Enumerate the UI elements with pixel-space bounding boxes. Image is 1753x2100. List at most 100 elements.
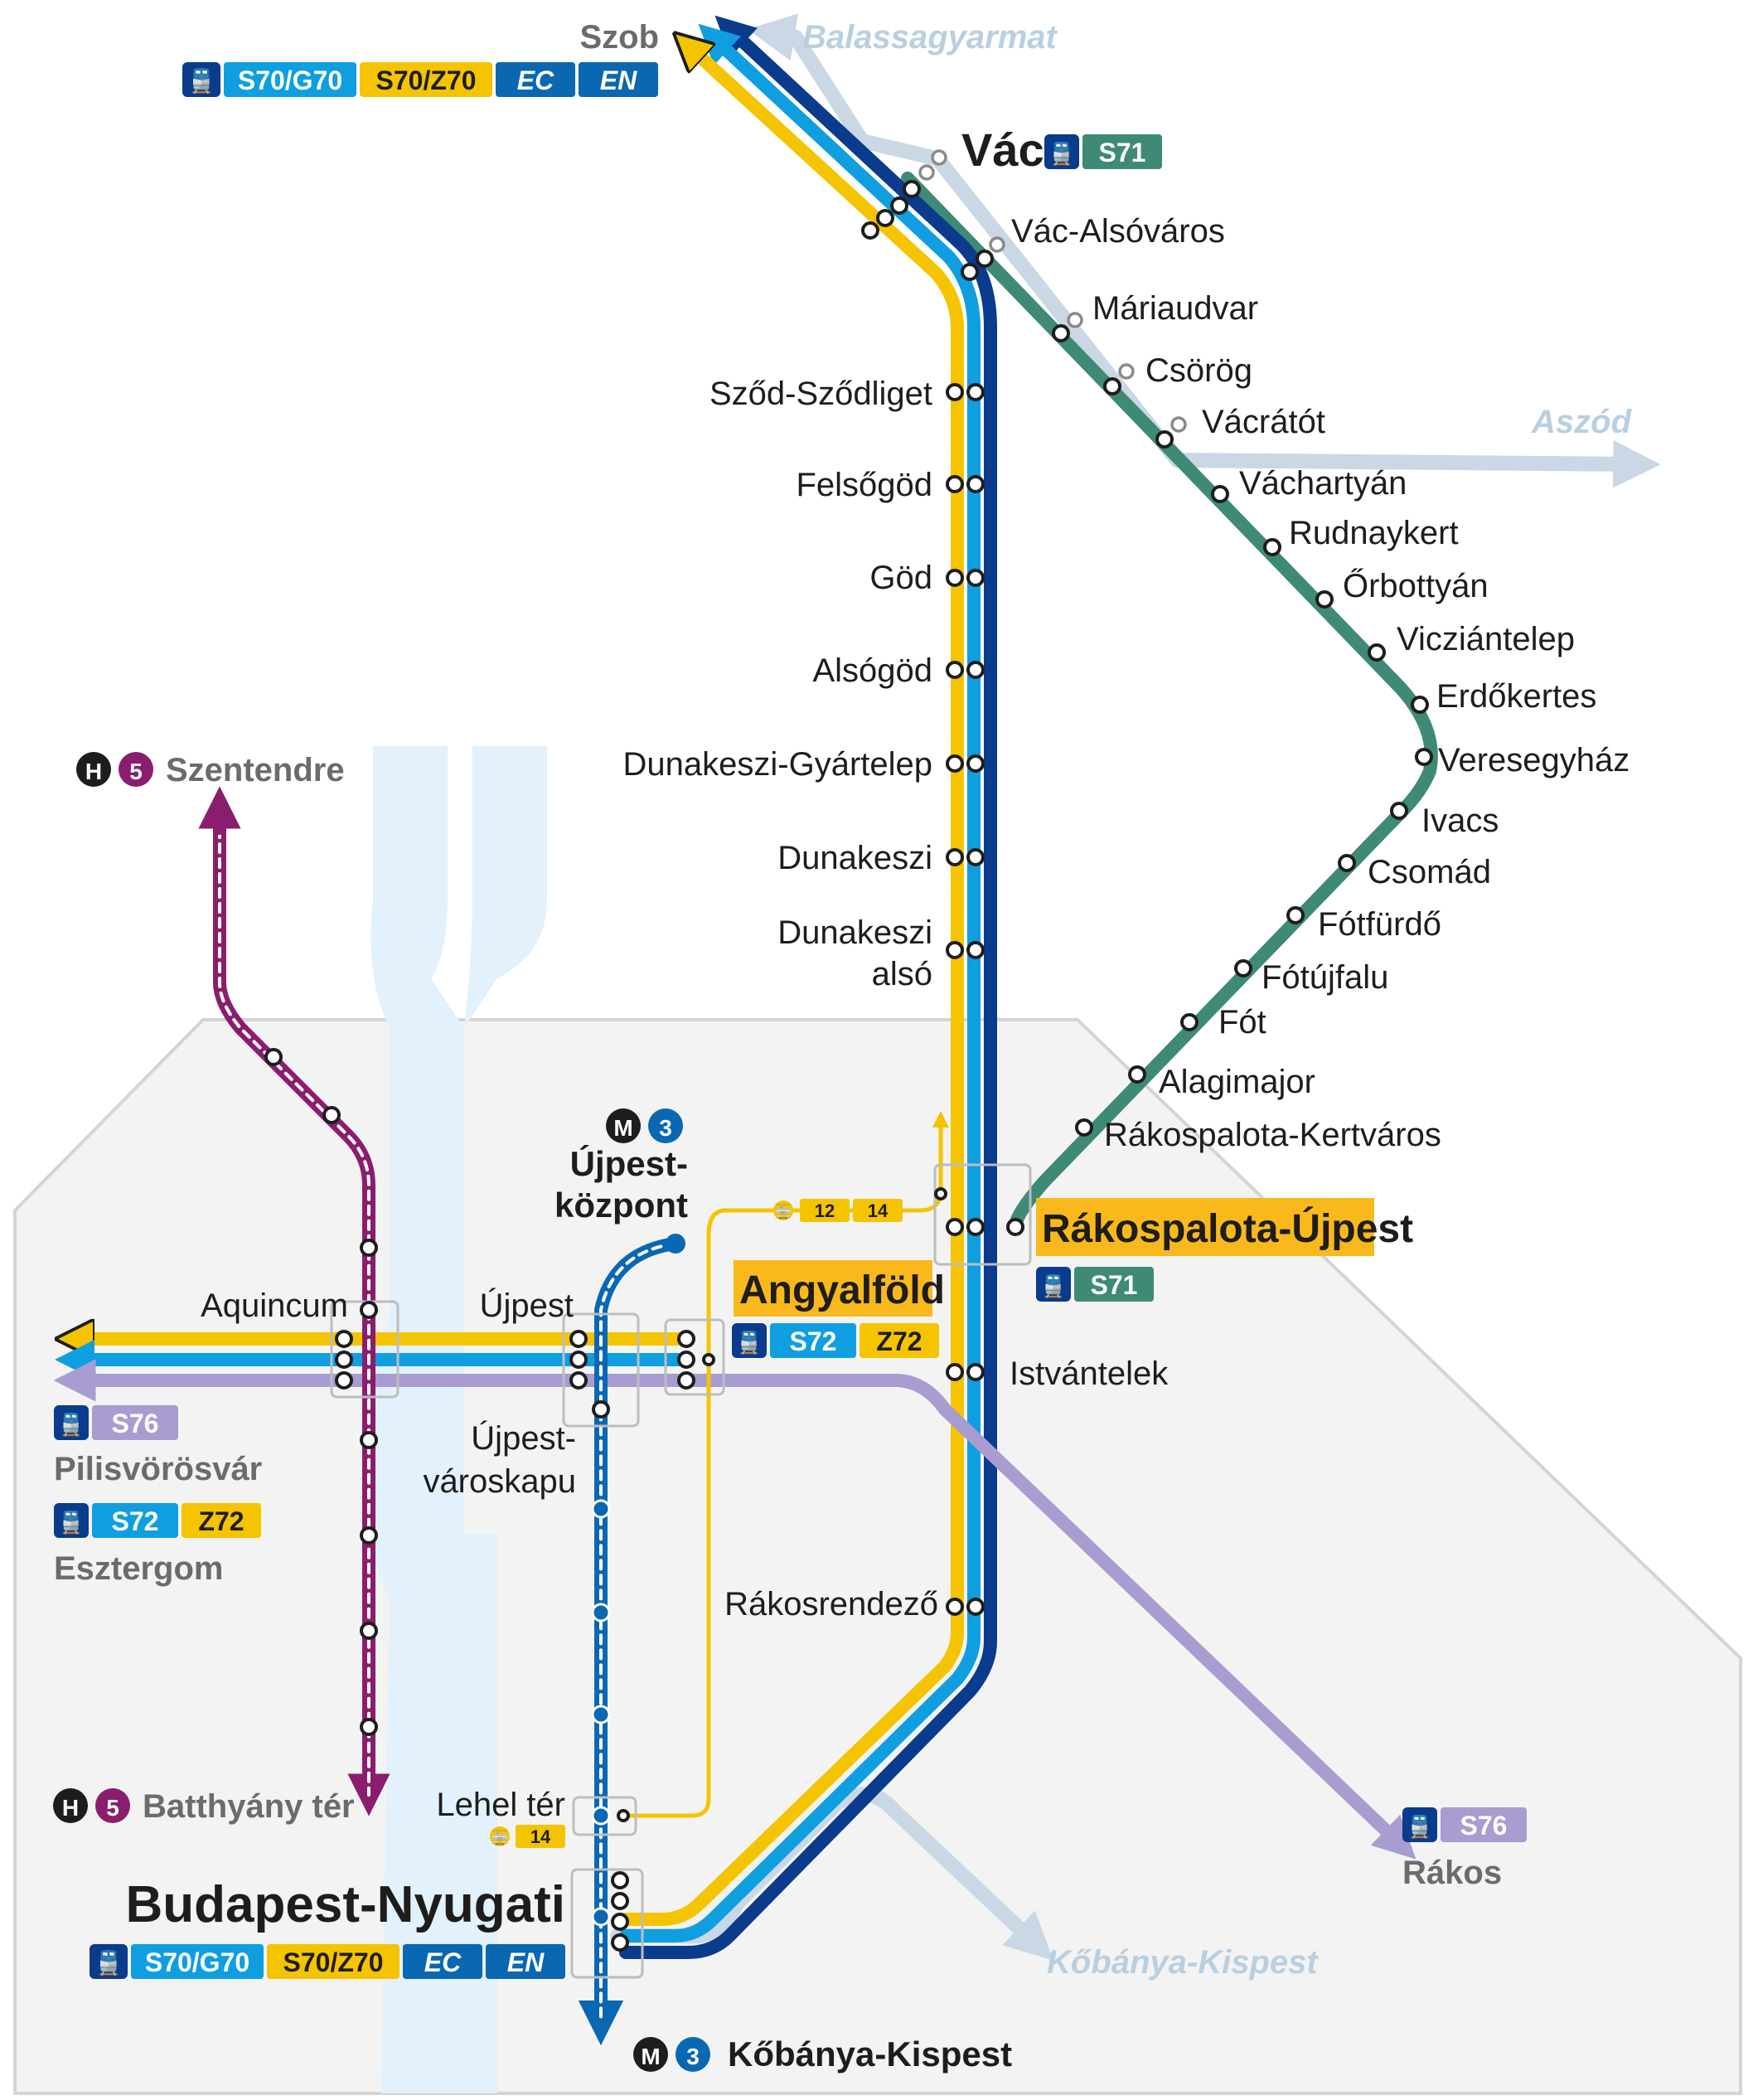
stop-metro-lehel	[591, 1806, 611, 1826]
badges-vac: 🚆 S71	[1044, 134, 1162, 169]
badge-s76-rk: S76	[1460, 1811, 1508, 1841]
stop-istvantelek	[946, 1363, 964, 1381]
badge-s72-ez-bg	[92, 1503, 178, 1538]
label-rakosrendezo: Rákosrendező	[724, 1586, 938, 1622]
stop-aquincum-1	[335, 1330, 353, 1348]
badges-szentendre: H 5	[76, 752, 153, 787]
line-s71	[901, 172, 1438, 1234]
stop-alsogod	[946, 661, 964, 679]
tram-icon-bg-lt	[490, 1826, 510, 1846]
stop-hev-6	[360, 1622, 378, 1640]
badges-kobanya-kispest: M 3	[633, 2037, 710, 2072]
stop-csomad	[1338, 854, 1356, 872]
stop-mariaudvar	[1052, 324, 1070, 342]
trunk-lines-lower	[619, 1610, 997, 1959]
metro-line-3: 3	[659, 1115, 672, 1141]
stop-fotujfalu	[1234, 959, 1252, 977]
label-fot: Fót	[1218, 1004, 1266, 1040]
stop-god-2	[966, 569, 985, 587]
stop-vac-1	[861, 221, 879, 240]
label-aquincum: Aquincum	[201, 1288, 348, 1324]
badge-s71-vac: S71	[1099, 138, 1146, 167]
stop-dunakeszi-gyartelep-2	[966, 754, 985, 773]
label-veresegyhaz: Veresegyház	[1438, 742, 1630, 778]
train-icon-rp: 🚆	[1040, 1273, 1067, 1299]
label-vicziantelep: Vicziántelep	[1397, 621, 1575, 657]
stop-markers	[264, 149, 1433, 1952]
badge-s70g70-bg	[224, 62, 356, 97]
stop-vacratot-gray	[1170, 416, 1187, 433]
metro-line-3-kk: 3	[686, 2044, 700, 2069]
badge-s71-vac-bg	[1082, 134, 1162, 169]
badges-rakospalota: 🚆 S71	[1036, 1267, 1154, 1302]
train-icon-ny: 🚆	[94, 1949, 123, 1976]
label-vac: Vác	[961, 124, 1044, 176]
badges-nyugati: 🚆 S70/G70 S70/Z70 EC EN	[90, 1944, 565, 1979]
label-felsogod: Felsőgöd	[796, 467, 932, 503]
highlight-angyalfold	[734, 1260, 932, 1317]
badge-tram-14-lt: 14	[530, 1826, 551, 1847]
label-erdokertes: Erdőkertes	[1436, 678, 1596, 715]
stop-vicziantelep	[1368, 643, 1386, 662]
stop-vac-gray-2	[931, 149, 947, 166]
train-icon-pv: 🚆	[58, 1412, 85, 1438]
danube-river	[365, 746, 547, 2093]
stop-alagimajor	[1128, 1065, 1146, 1084]
highlight-rakospalota-ujpest	[1036, 1198, 1374, 1256]
badge-s72-af-bg	[770, 1323, 856, 1358]
badge-en-ny-bg	[486, 1944, 565, 1979]
line-s70-navy-lower	[619, 1618, 997, 1959]
label-alsogod: Alsógöd	[812, 652, 932, 689]
stop-lehel-tram	[617, 1809, 630, 1822]
stop-szod-2	[966, 383, 985, 401]
stop-rakospalota-ujpest-s71	[1006, 1218, 1024, 1236]
stop-dunakeszi-2	[966, 848, 985, 866]
label-angyalfold: Angyalföld	[739, 1268, 945, 1312]
label-alagimajor: Alagimajor	[1159, 1064, 1315, 1100]
stop-vac-4	[903, 180, 921, 198]
hev-icon-bg-b	[53, 1788, 88, 1823]
stop-metro-2	[591, 1603, 611, 1622]
badge-ec-ny: EC	[424, 1947, 462, 1977]
stop-orbottyan	[1315, 590, 1334, 609]
label-vachartyan: Váchartyán	[1239, 465, 1407, 502]
line-s70-cyan-lower	[619, 1614, 981, 1942]
badges-batthyany: H 5	[53, 1788, 130, 1823]
stop-nyugati-2	[611, 1892, 629, 1910]
badge-z72-ez: Z72	[198, 1506, 244, 1536]
label-orbottyan: Őrbottyán	[1343, 567, 1489, 604]
hev-line-5: 5	[129, 759, 143, 784]
stop-ivacs	[1390, 802, 1408, 820]
stop-angyalfold-2	[677, 1351, 695, 1369]
stop-fotfurdo	[1286, 906, 1305, 924]
stop-dunakeszi	[946, 848, 964, 866]
stop-metro-1	[591, 1499, 611, 1519]
stop-istvantelek-2	[966, 1363, 985, 1381]
label-csorog: Csörög	[1145, 352, 1252, 389]
label-rudnaykert: Rudnaykert	[1289, 515, 1459, 551]
line-s70-yellow-lower	[619, 1610, 964, 1926]
label-ujpest-kozpont-1: Újpest-	[570, 1143, 688, 1183]
badge-ec-bg	[496, 62, 575, 97]
stop-rakospalota-ujpest-trunk	[946, 1218, 964, 1236]
line-s70-navy	[714, 15, 997, 1640]
badge-s76-pv-bg	[92, 1405, 178, 1440]
label-ujpest: Újpest	[480, 1287, 574, 1324]
badges-esztergom: 🚆 S72 Z72	[54, 1503, 261, 1538]
badge-s70g70-ny-bg	[131, 1944, 264, 1979]
label-kobanya-kispest-metro: Kőbánya-Kispest	[728, 2035, 1012, 2073]
badge-s70z70-ny: S70/Z70	[283, 1947, 384, 1977]
badge-ec: EC	[517, 65, 554, 95]
stop-metro-ujpest-kozpont	[666, 1234, 685, 1254]
station-labels: Vác Vác-Alsóváros Máriaudvar Csörög Vácr…	[126, 124, 1630, 1933]
train-icon-bg	[182, 62, 220, 97]
line-m3-metro	[578, 1237, 682, 2046]
stop-nyugati-4	[611, 1933, 629, 1952]
badge-z72-af: Z72	[876, 1326, 922, 1356]
label-dunakeszi-also-2: alsó	[872, 956, 932, 992]
stop-god	[946, 569, 964, 587]
stop-metro-nyugati	[591, 1907, 611, 1927]
stop-vac-alsovaros-gray	[989, 236, 1005, 253]
badge-tram-14-bg	[853, 1199, 903, 1222]
line-h5-hev	[198, 786, 390, 1816]
